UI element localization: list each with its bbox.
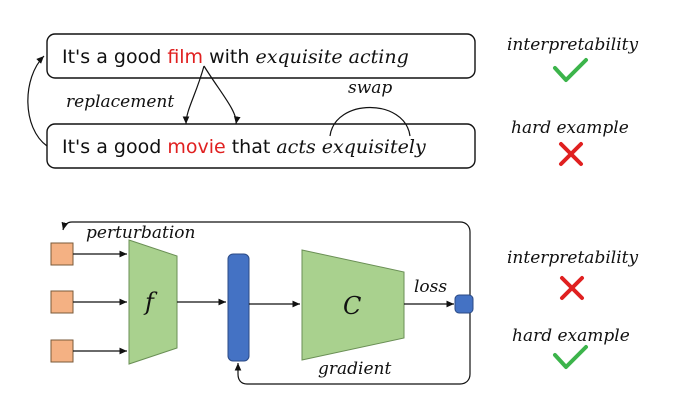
gradient-arrow xyxy=(234,312,471,385)
classifier-label: C xyxy=(343,292,361,320)
input-token-2 xyxy=(50,290,74,314)
rewrite-arrow xyxy=(27,55,48,147)
swap-arc xyxy=(329,107,411,137)
replacement-label: replacement xyxy=(66,92,174,112)
modified-sentence: It's a good movie that acts exquisitely xyxy=(62,136,426,158)
check-icon xyxy=(553,345,588,369)
input-token-1 xyxy=(50,242,74,266)
top-criterion-interpretability: interpretability xyxy=(507,35,638,55)
classifier-block xyxy=(301,249,405,361)
modified-phrase: acts exquisitely xyxy=(276,136,426,158)
cross-icon xyxy=(559,142,583,166)
gradient-label: gradient xyxy=(318,359,391,379)
swap-label: swap xyxy=(348,78,392,98)
loss-label: loss xyxy=(414,277,447,297)
input-token-3 xyxy=(50,339,74,363)
modified-word-movie: movie xyxy=(167,136,225,158)
perturbation-label: perturbation xyxy=(86,223,195,243)
replacement-arrow-2 xyxy=(203,65,241,125)
original-sentence: It's a good film with exquisite acting xyxy=(62,46,409,68)
check-icon xyxy=(553,58,588,82)
original-word-film: film xyxy=(167,46,203,68)
bottom-criterion-interpretability: interpretability xyxy=(507,248,638,268)
cross-icon xyxy=(560,276,584,300)
original-phrase: exquisite acting xyxy=(255,46,408,68)
representation-vector xyxy=(227,253,250,362)
bottom-criterion-hard-example: hard example xyxy=(512,326,630,346)
loss-node xyxy=(454,294,474,314)
replacement-arrow-1 xyxy=(182,65,205,125)
top-criterion-hard-example: hard example xyxy=(511,118,629,138)
original-sentence-box xyxy=(46,33,476,79)
encoder-block xyxy=(128,239,178,365)
